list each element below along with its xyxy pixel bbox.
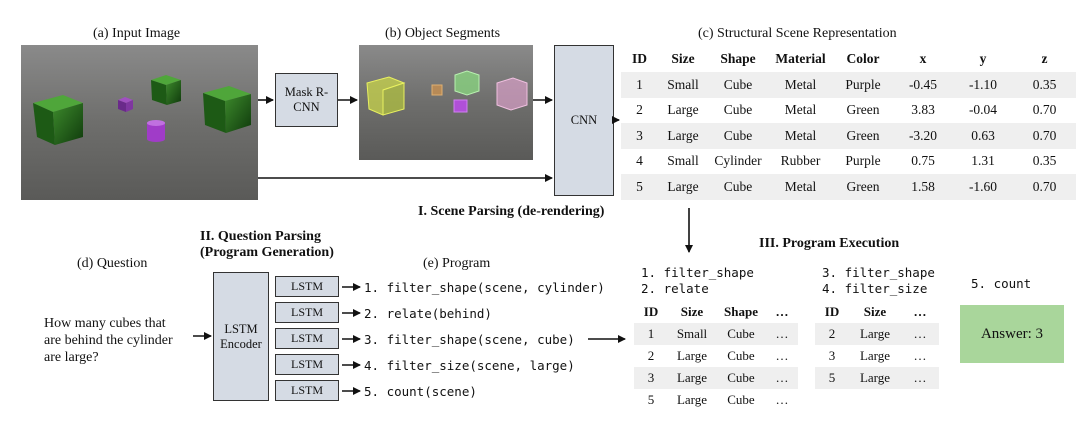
program-caption: (e) Program bbox=[423, 256, 491, 271]
lstm-cell-3: LSTM bbox=[275, 328, 339, 349]
lstm-cell-1: LSTM bbox=[275, 276, 339, 297]
answer-box: Answer: 3 bbox=[960, 305, 1064, 363]
lstm-cell-5: LSTM bbox=[275, 380, 339, 401]
program-step-5: 5. count(scene) bbox=[364, 384, 477, 399]
question-caption: (d) Question bbox=[77, 256, 148, 271]
question-line: How many cubes that bbox=[44, 316, 166, 331]
lstm-cell-4: LSTM bbox=[275, 354, 339, 375]
green-cube-back bbox=[151, 75, 181, 105]
question-text: How many cubes that are behind the cylin… bbox=[44, 315, 173, 366]
input-image bbox=[21, 45, 258, 200]
segment-green bbox=[454, 70, 480, 96]
exec1-steps: 1. filter_shape 2. relate bbox=[641, 265, 754, 297]
segment-pink bbox=[496, 77, 528, 111]
col-header-material: Material bbox=[775, 51, 826, 66]
question-line: are behind the cylinder bbox=[44, 333, 173, 348]
program-execution-heading: III. Program Execution bbox=[759, 236, 900, 251]
exec1-table-header: ID Size Shape … bbox=[643, 304, 789, 319]
program-step-3: 3. filter_shape(scene, cube) bbox=[364, 332, 575, 347]
green-cube-right bbox=[203, 86, 251, 133]
question-parsing-heading-line2: (Program Generation) bbox=[200, 245, 334, 260]
segment-purple bbox=[453, 99, 468, 113]
scene-parsing-heading: I. Scene Parsing (de-rendering) bbox=[418, 204, 605, 219]
segment-yellow bbox=[366, 76, 406, 116]
scene-table-header: ID Size Shape Material Color x y z bbox=[621, 46, 1076, 72]
col-header-size: Size bbox=[671, 51, 695, 66]
program-step-2: 2. relate(behind) bbox=[364, 306, 492, 321]
input-image-caption: (a) Input Image bbox=[93, 26, 181, 41]
exec2-steps: 3. filter_shape 4. filter_size bbox=[822, 265, 935, 297]
exec2-step: 3. filter_shape bbox=[822, 265, 935, 280]
col-header-id: ID bbox=[631, 51, 647, 66]
object-segments-image bbox=[359, 45, 533, 160]
mask-rcnn-box: Mask R-CNN bbox=[275, 73, 338, 127]
lstm-cell-2: LSTM bbox=[275, 302, 339, 323]
scene-representation-caption: (c) Structural Scene Representation bbox=[698, 26, 897, 41]
question-parsing-heading: II. Question Parsing (Program Generation… bbox=[200, 229, 334, 261]
purple-cube bbox=[118, 97, 133, 112]
exec1-step: 1. filter_shape bbox=[641, 265, 754, 280]
col-header-color: Color bbox=[846, 51, 880, 66]
segment-orange bbox=[431, 84, 443, 96]
col-header-shape: Shape bbox=[720, 51, 756, 66]
question-parsing-heading-line1: II. Question Parsing bbox=[200, 229, 321, 244]
exec2-table-header: ID Size … bbox=[824, 304, 927, 319]
exec1-step: 2. relate bbox=[641, 281, 709, 296]
purple-cylinder bbox=[147, 120, 165, 142]
lstm-encoder-box: LSTM Encoder bbox=[213, 272, 269, 401]
col-header-y: y bbox=[979, 51, 987, 66]
exec2-step: 4. filter_size bbox=[822, 281, 928, 296]
object-segments-caption: (b) Object Segments bbox=[385, 26, 501, 41]
col-header-z: z bbox=[1041, 51, 1048, 66]
question-line: are large? bbox=[44, 350, 99, 365]
exec3-step: 5. count bbox=[971, 276, 1032, 291]
green-cube-left bbox=[33, 95, 83, 145]
cnn-box: CNN bbox=[554, 45, 614, 196]
program-step-4: 4. filter_size(scene, large) bbox=[364, 358, 575, 373]
col-header-x: x bbox=[919, 51, 927, 66]
program-step-1: 1. filter_shape(scene, cylinder) bbox=[364, 280, 605, 295]
